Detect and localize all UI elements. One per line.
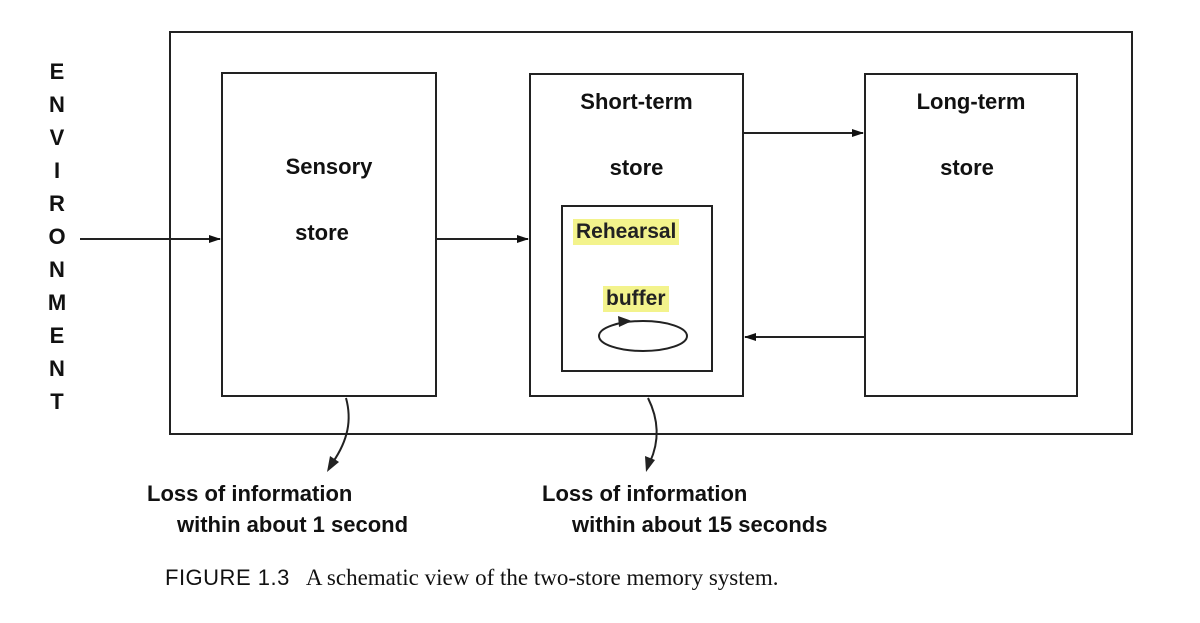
- short-term-loss-line1: Loss of information: [542, 481, 748, 506]
- sensory-loss-line1: Loss of information: [147, 481, 353, 506]
- figure-label: FIGURE 1.3: [165, 565, 290, 590]
- environment-letter: N: [49, 92, 65, 117]
- environment-letter: M: [47, 290, 67, 315]
- environment-letter: N: [49, 356, 65, 381]
- rehearsal-loop: [598, 320, 688, 352]
- sensory-store-box: [221, 72, 437, 397]
- outer-system-box: [169, 31, 1133, 435]
- short-term-decay-arrowhead: [645, 456, 655, 472]
- environment-letter: N: [49, 257, 65, 282]
- short-term-store-subtitle: store: [609, 155, 664, 180]
- long-term-store-title: Long-term: [916, 89, 1026, 114]
- long-term-store-subtitle: store: [940, 155, 994, 180]
- environment-letter: V: [49, 125, 65, 150]
- short-term-store-title: Short-term: [580, 89, 693, 114]
- environment-letter: E: [49, 323, 65, 348]
- sensory-loss-line2: within about 1 second: [177, 512, 409, 537]
- figure-caption: FIGURE 1.3 A schematic view of the two-st…: [165, 565, 778, 591]
- environment-letter: I: [53, 158, 61, 183]
- rehearsal-buffer-subtitle: buffer: [603, 286, 669, 312]
- sensory-store-title: Sensory: [285, 154, 373, 179]
- short-term-store-box: [529, 73, 744, 397]
- rehearsal-buffer-box: [561, 205, 713, 372]
- long-term-store-box: [864, 73, 1078, 397]
- sensory-decay-arrowhead: [327, 456, 339, 472]
- short-term-decay-arrow: [647, 397, 658, 463]
- short-term-loss-line2: within about 15 seconds: [572, 512, 828, 537]
- sensory-decay-arrow: [332, 397, 350, 463]
- environment-letter: O: [48, 224, 66, 249]
- environment-letter: E: [49, 59, 65, 84]
- sensory-store-subtitle: store: [295, 220, 349, 245]
- rehearsal-loop-arrowhead: [618, 316, 632, 327]
- figure-caption-text: A schematic view of the two-store memory…: [305, 565, 779, 590]
- environment-letter: R: [49, 191, 65, 216]
- rehearsal-buffer-title: Rehearsal: [573, 219, 680, 245]
- environment-letter: T: [50, 389, 64, 414]
